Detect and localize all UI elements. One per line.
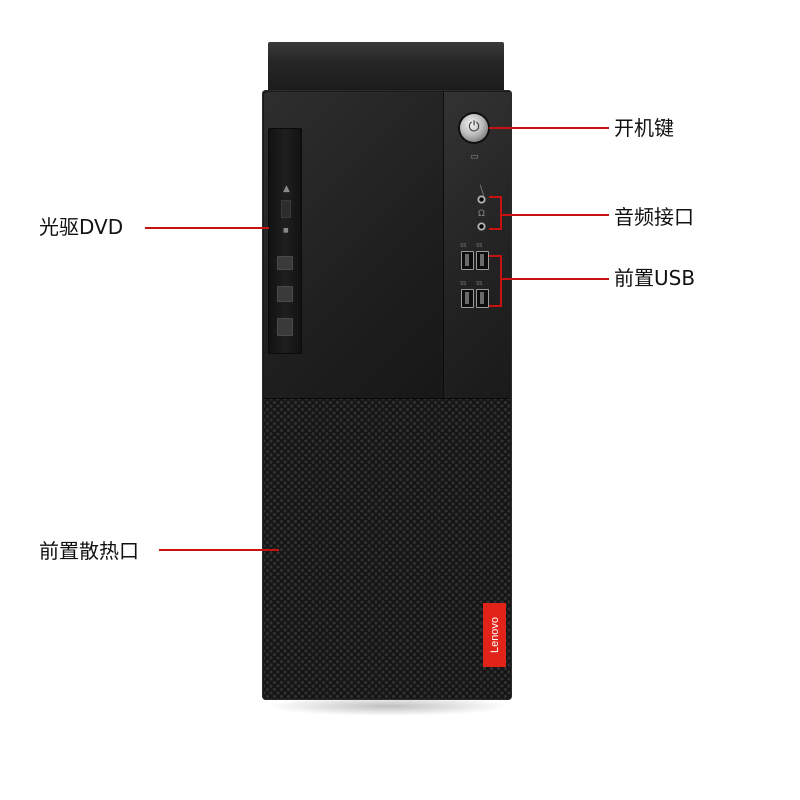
dvd-logo-icon <box>277 256 293 270</box>
dvd-eject-button[interactable] <box>281 200 291 218</box>
brand-text: Lenovo <box>488 616 501 654</box>
dvd-label: 光驱DVD <box>39 215 124 239</box>
io-panel <box>443 92 511 398</box>
eject-icon: ▲ <box>283 184 290 194</box>
dvd-rw-logo-icon <box>277 286 293 302</box>
usb-bracket-bottom <box>489 305 502 307</box>
usb-bracket-top <box>489 255 502 257</box>
audio-label: 音频接口 <box>614 205 694 229</box>
power-button[interactable] <box>460 114 488 142</box>
headphone-icon: Ω <box>478 209 485 219</box>
dvd-led-icon: ■ <box>283 227 289 234</box>
lenovo-logo: Lenovo <box>483 603 506 667</box>
hdd-activity-icon: ▭ <box>470 152 479 162</box>
usb-label-1: SS <box>460 243 467 249</box>
dvd-callout-line <box>145 227 269 229</box>
usb-port-1[interactable] <box>461 251 474 270</box>
usb-label-4: SS <box>476 281 483 287</box>
usb-port-3[interactable] <box>461 289 474 308</box>
headphone-jack[interactable] <box>477 222 486 231</box>
usb-label-2: SS <box>476 243 483 249</box>
usb-label: 前置USB <box>614 266 696 290</box>
power-callout-line <box>489 127 609 129</box>
microphone-jack[interactable] <box>477 195 486 204</box>
dvd-media-logo-icon <box>277 318 293 336</box>
audio-callout-line <box>500 214 609 216</box>
usb-label-3: SS <box>460 281 467 287</box>
power-icon: ⏻ <box>468 119 480 135</box>
audio-bracket-top <box>489 196 502 198</box>
tower-top-cap <box>268 42 504 92</box>
vent-callout-line <box>159 549 279 551</box>
usb-callout-line <box>500 278 609 280</box>
power-label: 开机键 <box>614 116 674 140</box>
front-vent-mesh <box>264 398 510 699</box>
usb-port-2[interactable] <box>476 251 489 270</box>
audio-bracket-bottom <box>489 228 502 230</box>
tower-shadow <box>266 696 510 716</box>
dvd-drive[interactable] <box>268 128 302 354</box>
audio-bracket <box>500 196 502 230</box>
usb-port-4[interactable] <box>476 289 489 308</box>
usb-bracket <box>500 255 502 307</box>
vent-label: 前置散热口 <box>39 539 139 563</box>
